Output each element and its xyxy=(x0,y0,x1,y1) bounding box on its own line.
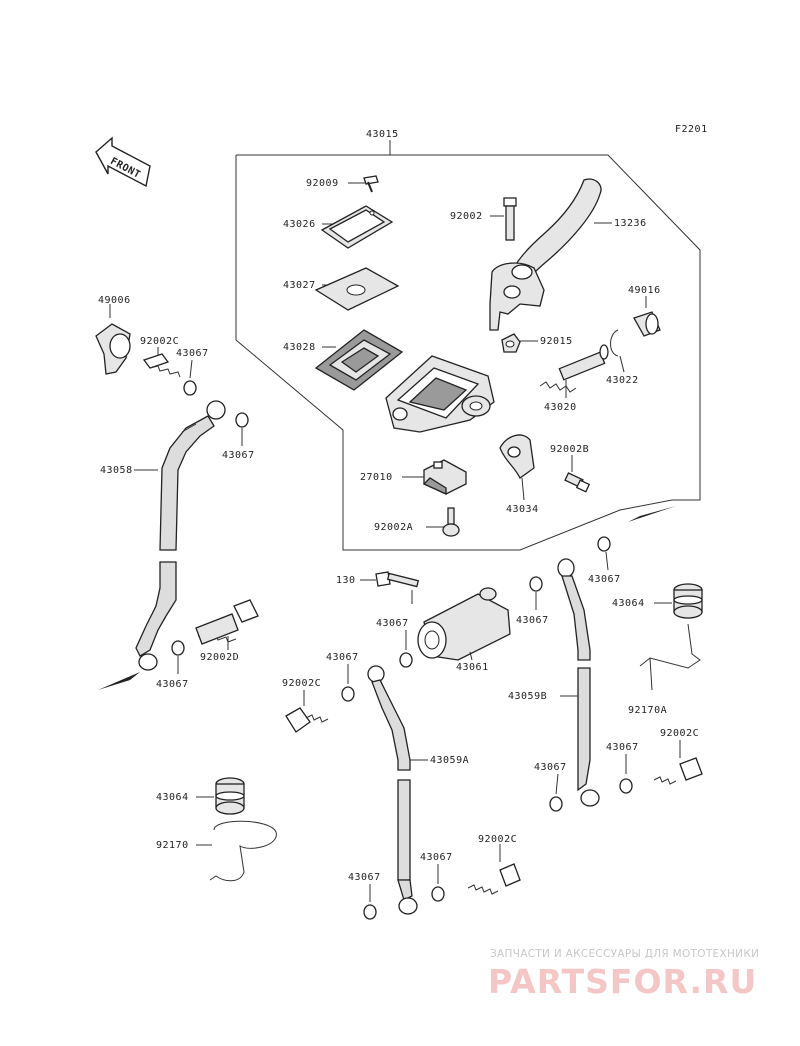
watermark-brand: PARTSFOR.RU xyxy=(488,962,758,1001)
grommet-43064-right xyxy=(654,583,703,619)
washer-43067-f xyxy=(341,664,355,702)
banjo-bolt-92002C-left xyxy=(142,347,181,378)
bolt-92002C-3 xyxy=(653,740,703,785)
bolt-92002C-4 xyxy=(467,844,521,895)
label-92170: 92170 xyxy=(156,840,189,851)
boot-49016 xyxy=(633,296,661,337)
label-43067-h: 43067 xyxy=(588,574,621,585)
label-43015: 43015 xyxy=(366,129,399,140)
bolt-130 xyxy=(360,571,420,604)
label-43022: 43022 xyxy=(606,375,639,386)
label-130: 130 xyxy=(336,575,356,586)
label-43067-c: 43067 xyxy=(156,679,189,690)
plate-43027 xyxy=(314,267,400,311)
assembly-boundary xyxy=(235,154,701,551)
switch-27010 xyxy=(402,459,467,496)
clamp-43034 xyxy=(499,434,535,501)
label-43067-j: 43067 xyxy=(606,742,639,753)
label-92002C-3: 92002C xyxy=(660,728,699,739)
label-43064-left: 43064 xyxy=(156,792,189,803)
label-92002B: 92002B xyxy=(550,444,589,455)
label-43026: 43026 xyxy=(283,219,316,230)
hose-43058 xyxy=(134,400,226,671)
washer-43067-k xyxy=(431,864,445,902)
label-43058: 43058 xyxy=(100,465,133,476)
label-92002C-4: 92002C xyxy=(478,834,517,845)
label-43067-i: 43067 xyxy=(534,762,567,773)
washer-43067-g xyxy=(363,884,377,920)
washer-43067-c xyxy=(171,640,185,674)
label-43028: 43028 xyxy=(283,342,316,353)
label-43061: 43061 xyxy=(456,662,489,673)
label-43067-e: 43067 xyxy=(516,615,549,626)
brake-lever-13236 xyxy=(489,178,612,331)
label-92002C-left: 92002C xyxy=(140,336,179,347)
label-43027: 43027 xyxy=(283,280,316,291)
nut-92015 xyxy=(501,333,538,353)
bolt-92002C-2 xyxy=(285,690,329,733)
circlip-43022 xyxy=(610,329,625,373)
watermark-tagline: ЗАПЧАСТИ И АКСЕССУАРЫ ДЛЯ МОТОТЕХНИКИ xyxy=(490,948,760,960)
washer-43067-j xyxy=(619,754,633,794)
washer-43067-i xyxy=(549,773,563,812)
label-27010: 27010 xyxy=(360,472,393,483)
label-43067-g: 43067 xyxy=(348,872,381,883)
master-cylinder-body xyxy=(385,355,495,433)
joint-43061 xyxy=(417,587,511,661)
label-43034: 43034 xyxy=(506,504,539,515)
rubber-cap-49006 xyxy=(95,304,131,375)
label-92002C-2: 92002C xyxy=(282,678,321,689)
label-43067-a: 43067 xyxy=(176,348,209,359)
label-43067-d: 43067 xyxy=(376,618,409,629)
clip-92170A xyxy=(639,623,701,691)
washer-43067-a xyxy=(183,359,197,396)
hose-43059A xyxy=(367,665,428,915)
label-43059B: 43059B xyxy=(508,691,547,702)
washer-43067-b xyxy=(235,412,249,446)
pivot-bolt-92002 xyxy=(490,197,517,241)
label-92170A: 92170A xyxy=(628,705,667,716)
label-43067-b: 43067 xyxy=(222,450,255,461)
label-92015: 92015 xyxy=(540,336,573,347)
washer-43067-d xyxy=(399,630,413,668)
washer-43067-e xyxy=(529,576,543,610)
label-43059A: 43059A xyxy=(430,755,469,766)
label-43064-right: 43064 xyxy=(612,598,645,609)
label-92002A: 92002A xyxy=(374,522,413,533)
hose-43059B xyxy=(557,558,600,807)
label-92002: 92002 xyxy=(450,211,483,222)
label-43020: 43020 xyxy=(544,402,577,413)
washer-43067-h xyxy=(597,536,611,571)
label-92002D: 92002D xyxy=(200,652,239,663)
front-arrow-icon: FRONT xyxy=(95,136,151,188)
label-92009: 92009 xyxy=(306,178,339,189)
label-49016: 49016 xyxy=(628,285,661,296)
screw-92009 xyxy=(348,175,379,193)
grommet-43064-left xyxy=(196,777,245,815)
label-49006: 49006 xyxy=(98,295,131,306)
label-43067-f: 43067 xyxy=(326,652,359,663)
bolt-92002B xyxy=(564,455,591,493)
label-13236: 13236 xyxy=(614,218,647,229)
figure-code: F2201 xyxy=(675,124,708,135)
bolt-92002D xyxy=(195,599,259,650)
diaphragm-43028 xyxy=(314,329,404,391)
label-43067-k: 43067 xyxy=(420,852,453,863)
clip-92170 xyxy=(196,820,277,882)
screw-92002A xyxy=(426,507,460,537)
reservoir-cap-43026 xyxy=(320,205,394,249)
piston-kit-43020 xyxy=(539,344,609,398)
